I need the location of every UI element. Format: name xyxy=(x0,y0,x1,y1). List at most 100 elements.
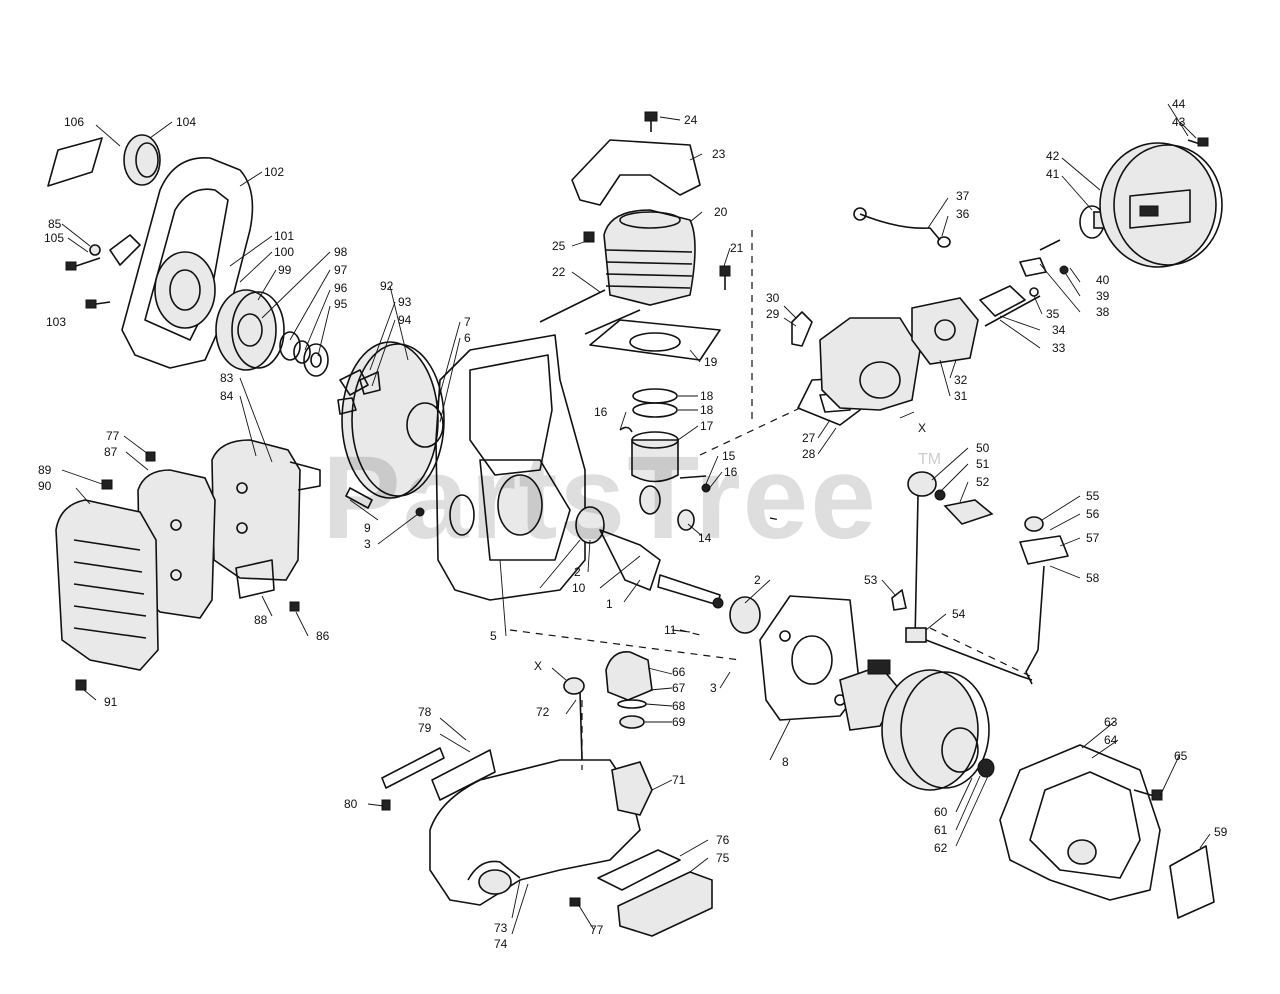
part-63-64-gear-case xyxy=(999,744,1161,901)
callout-104: 104 xyxy=(176,115,196,129)
callout-21: 21 xyxy=(730,241,744,255)
callout-2b: 2 xyxy=(754,573,761,587)
callout-6: 6 xyxy=(464,331,471,345)
callout-52: 52 xyxy=(976,475,990,489)
callout-93: 93 xyxy=(398,295,412,309)
callout-32: 32 xyxy=(954,373,968,387)
callout-34: 34 xyxy=(1052,323,1066,337)
part-20-cylinder xyxy=(603,209,696,306)
callout-14: 14 xyxy=(698,531,712,545)
part-55-58-throttle xyxy=(1019,516,1069,685)
part-102-fan-housing xyxy=(109,157,254,369)
callout-30: 30 xyxy=(766,291,780,305)
callout-43: 43 xyxy=(1172,115,1186,129)
callout-31: 31 xyxy=(954,389,968,403)
callout-24: 24 xyxy=(684,113,698,127)
callout-56: 56 xyxy=(1086,507,1100,521)
part-31-air-box xyxy=(819,317,921,411)
part-number-labels: 106 104 102 85 105 103 101 100 99 98 97 … xyxy=(38,97,1228,951)
part-60-62-clutch-drum xyxy=(881,669,995,791)
callout-78: 78 xyxy=(418,705,432,719)
callout-60: 60 xyxy=(934,805,948,819)
callout-44: 44 xyxy=(1172,97,1186,111)
callout-66: 66 xyxy=(672,665,686,679)
callout-72: 72 xyxy=(536,705,550,719)
callout-5: 5 xyxy=(490,629,497,643)
part-38-40-small-parts xyxy=(1019,239,1069,277)
part-21-25-screws xyxy=(583,231,731,290)
callout-74: 74 xyxy=(494,937,508,951)
callout-25: 25 xyxy=(552,239,566,253)
callout-23: 23 xyxy=(712,147,726,161)
callout-101: 101 xyxy=(274,229,294,243)
callout-98: 98 xyxy=(334,245,348,259)
callout-38: 38 xyxy=(1096,305,1110,319)
callout-73: 73 xyxy=(494,921,508,935)
callout-102: 102 xyxy=(264,165,284,179)
callout-28: 28 xyxy=(802,447,816,461)
callout-91: 91 xyxy=(104,695,118,709)
part-83-84-muffler xyxy=(211,439,321,581)
callout-94: 94 xyxy=(398,313,412,327)
callout-95: 95 xyxy=(334,297,348,311)
callout-8: 8 xyxy=(782,755,789,769)
part-88-muffler-gasket xyxy=(235,559,275,599)
leader-lines xyxy=(61,103,1211,935)
callout-90: 90 xyxy=(38,479,52,493)
callout-106: 106 xyxy=(64,115,84,129)
part-106-decal xyxy=(47,137,103,187)
callout-68: 68 xyxy=(672,699,686,713)
callout-15: 15 xyxy=(722,449,736,463)
callout-100: 100 xyxy=(274,245,294,259)
callout-62: 62 xyxy=(934,841,948,855)
callout-27: 27 xyxy=(802,431,816,445)
callout-97: 97 xyxy=(334,263,348,277)
part-50-52-ignition xyxy=(907,471,994,641)
callout-40: 40 xyxy=(1096,273,1110,287)
part-17-piston xyxy=(619,388,679,483)
part-53-54-wiring xyxy=(891,589,1033,681)
callout-86: 86 xyxy=(316,629,330,643)
callout-18a: 18 xyxy=(700,389,714,403)
callout-16a: 16 xyxy=(594,405,608,419)
callout-61: 61 xyxy=(934,823,948,837)
callout-33: 33 xyxy=(1052,341,1066,355)
callout-92: 92 xyxy=(380,279,394,293)
watermark: PartsTree TM xyxy=(322,432,941,564)
part-72-fitting xyxy=(563,677,585,761)
part-6-7-crankcase xyxy=(435,334,586,601)
callout-96: 96 xyxy=(334,281,348,295)
callout-16b: 16 xyxy=(724,465,738,479)
callout-35: 35 xyxy=(1046,307,1060,321)
callout-63: 63 xyxy=(1104,715,1118,729)
callout-75: 75 xyxy=(716,851,730,865)
part-32-carburetor xyxy=(911,297,979,365)
callout-88: 88 xyxy=(254,613,268,627)
callout-71: 71 xyxy=(672,773,686,787)
callout-10: 10 xyxy=(572,581,586,595)
callout-77b: 77 xyxy=(590,923,604,937)
callout-65: 65 xyxy=(1174,749,1188,763)
callout-85: 85 xyxy=(48,217,62,231)
callout-9: 9 xyxy=(364,521,371,535)
callout-37: 37 xyxy=(956,189,970,203)
part-66-69-fuel-cap xyxy=(605,651,653,729)
callout-59: 59 xyxy=(1214,825,1228,839)
part-103-105-screws xyxy=(65,244,111,309)
callout-51: 51 xyxy=(976,457,990,471)
callout-50: 50 xyxy=(976,441,990,455)
callout-2a: 2 xyxy=(574,565,581,579)
callout-19: 19 xyxy=(704,355,718,369)
callout-83: 83 xyxy=(220,371,234,385)
callout-22: 22 xyxy=(552,265,566,279)
callout-17: 17 xyxy=(700,419,714,433)
callout-xa: X xyxy=(918,421,926,435)
part-104-cap xyxy=(123,134,161,186)
callout-53: 53 xyxy=(864,573,878,587)
part-22-studs xyxy=(539,289,641,335)
callout-41: 41 xyxy=(1046,167,1060,181)
callout-64: 64 xyxy=(1104,733,1118,747)
callout-3a: 3 xyxy=(364,537,371,551)
callout-99: 99 xyxy=(278,263,292,277)
